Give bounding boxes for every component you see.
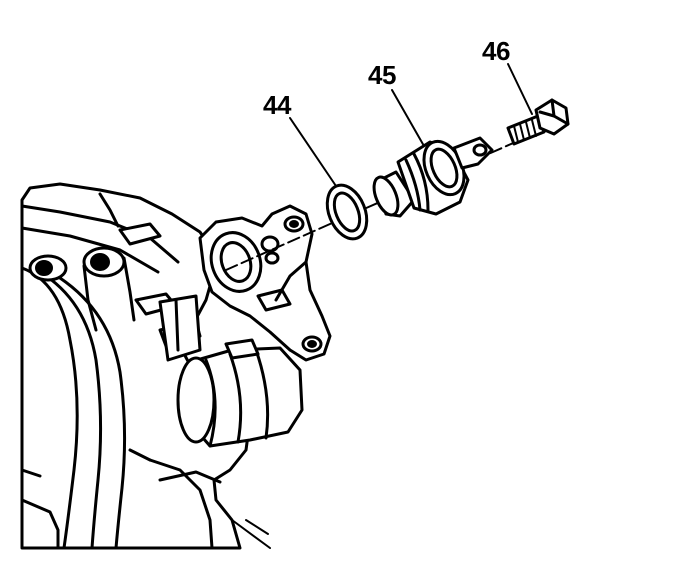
- callout-45: 45: [368, 60, 396, 90]
- callout-46: 46: [482, 36, 510, 66]
- sensor-mounting-flange: [198, 204, 332, 362]
- o-ring-44: [325, 183, 369, 241]
- callout-44: 44: [263, 90, 291, 120]
- transmission-housing: [20, 182, 308, 550]
- leader-lines: [289, 63, 533, 187]
- bolt-46: [506, 98, 570, 146]
- sensor-45: [372, 136, 494, 218]
